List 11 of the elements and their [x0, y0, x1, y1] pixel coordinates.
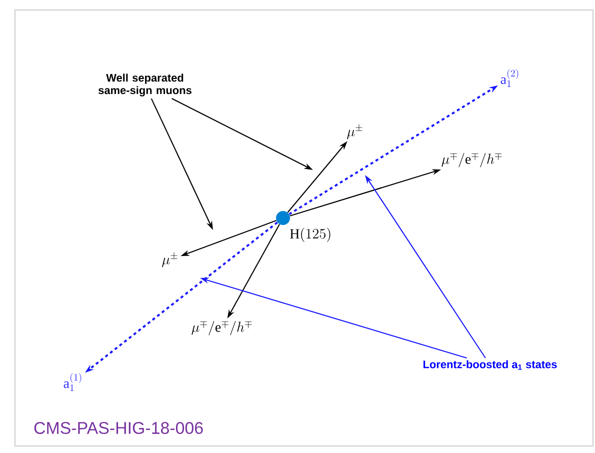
annotation-text: Lorentz-boosted a$_{1}$ states — [424, 360, 557, 370]
particle-label: $\mu^{\pm}$ — [162, 252, 178, 268]
particle-label: $\mu^{\mp}/\mathrm{e}^{\mp}/h^{\mp}$ — [442, 152, 502, 168]
vertex-label: $\mathrm{H}(125)$ — [290, 228, 330, 242]
particle-label: $\mathrm{a}_1^{(1)}$ — [64, 373, 82, 391]
vertex-dot — [276, 211, 290, 225]
annotation-text: Well separated same-sign muons — [98, 74, 192, 96]
particle-label: $\mathrm{a}_1^{(2)}$ — [500, 69, 518, 87]
particle-label: $\mu^{\mp}/\mathrm{e}^{\mp}/h^{\mp}$ — [192, 320, 252, 336]
reference-label: CMS-PAS-HIG-18-006 — [34, 422, 203, 434]
particle-label: $\mu^{\pm}$ — [347, 124, 362, 140]
